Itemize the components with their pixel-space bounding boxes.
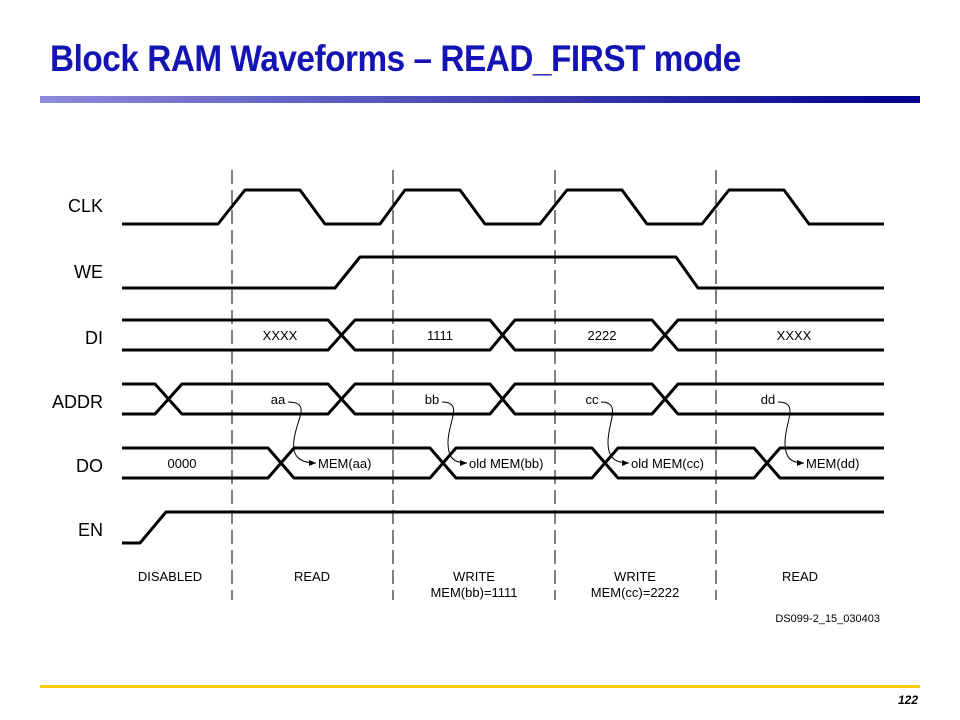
di-value: 1111	[427, 328, 453, 343]
addr-value: bb	[425, 392, 439, 407]
footer-rule	[40, 685, 920, 688]
addr-to-do-arrow	[287, 401, 317, 466]
do-value: MEM(dd)	[806, 456, 859, 471]
signal-label-di: DI	[85, 328, 103, 348]
signal-label-addr: ADDR	[52, 392, 103, 412]
addr-to-do-arrow	[441, 401, 468, 466]
do-value: old MEM(bb)	[469, 456, 543, 471]
title-underline	[40, 96, 920, 103]
do-bus	[122, 446, 884, 480]
phase-label: DISABLED	[138, 569, 202, 584]
clk-waveform	[122, 188, 884, 226]
di-value: XXXX	[777, 328, 812, 343]
phase-label: MEM(bb)=1111	[430, 585, 517, 600]
signal-label-clk: CLK	[68, 196, 103, 216]
addr-value: aa	[271, 392, 286, 407]
do-value: 0000	[168, 456, 197, 471]
phase-dividers	[231, 170, 717, 600]
di-value: 2222	[588, 328, 617, 343]
addr-value: cc	[586, 392, 600, 407]
signal-label-we: WE	[74, 262, 103, 282]
addr-value: dd	[761, 392, 775, 407]
signal-label-en: EN	[78, 520, 103, 540]
di-value: XXXX	[263, 328, 298, 343]
en-waveform	[122, 510, 884, 545]
addr-bus	[122, 382, 884, 416]
di-bus	[122, 318, 884, 352]
phase-label: READ	[782, 569, 818, 584]
addr-to-do-arrow	[600, 401, 630, 466]
diagram-doc-id: DS099-2_15_030403	[775, 613, 880, 625]
do-value: MEM(aa)	[318, 456, 371, 471]
slide-title: Block RAM Waveforms – READ_FIRST mode	[50, 38, 741, 79]
signal-label-do: DO	[76, 456, 103, 476]
phase-label: MEM(cc)=2222	[591, 585, 680, 600]
phase-label: WRITE	[453, 569, 495, 584]
do-value: old MEM(cc)	[631, 456, 704, 471]
page-number: 122	[897, 693, 918, 707]
phase-label: WRITE	[614, 569, 656, 584]
we-waveform	[122, 255, 884, 290]
phase-label: READ	[294, 569, 330, 584]
addr-to-do-arrow	[777, 401, 805, 466]
